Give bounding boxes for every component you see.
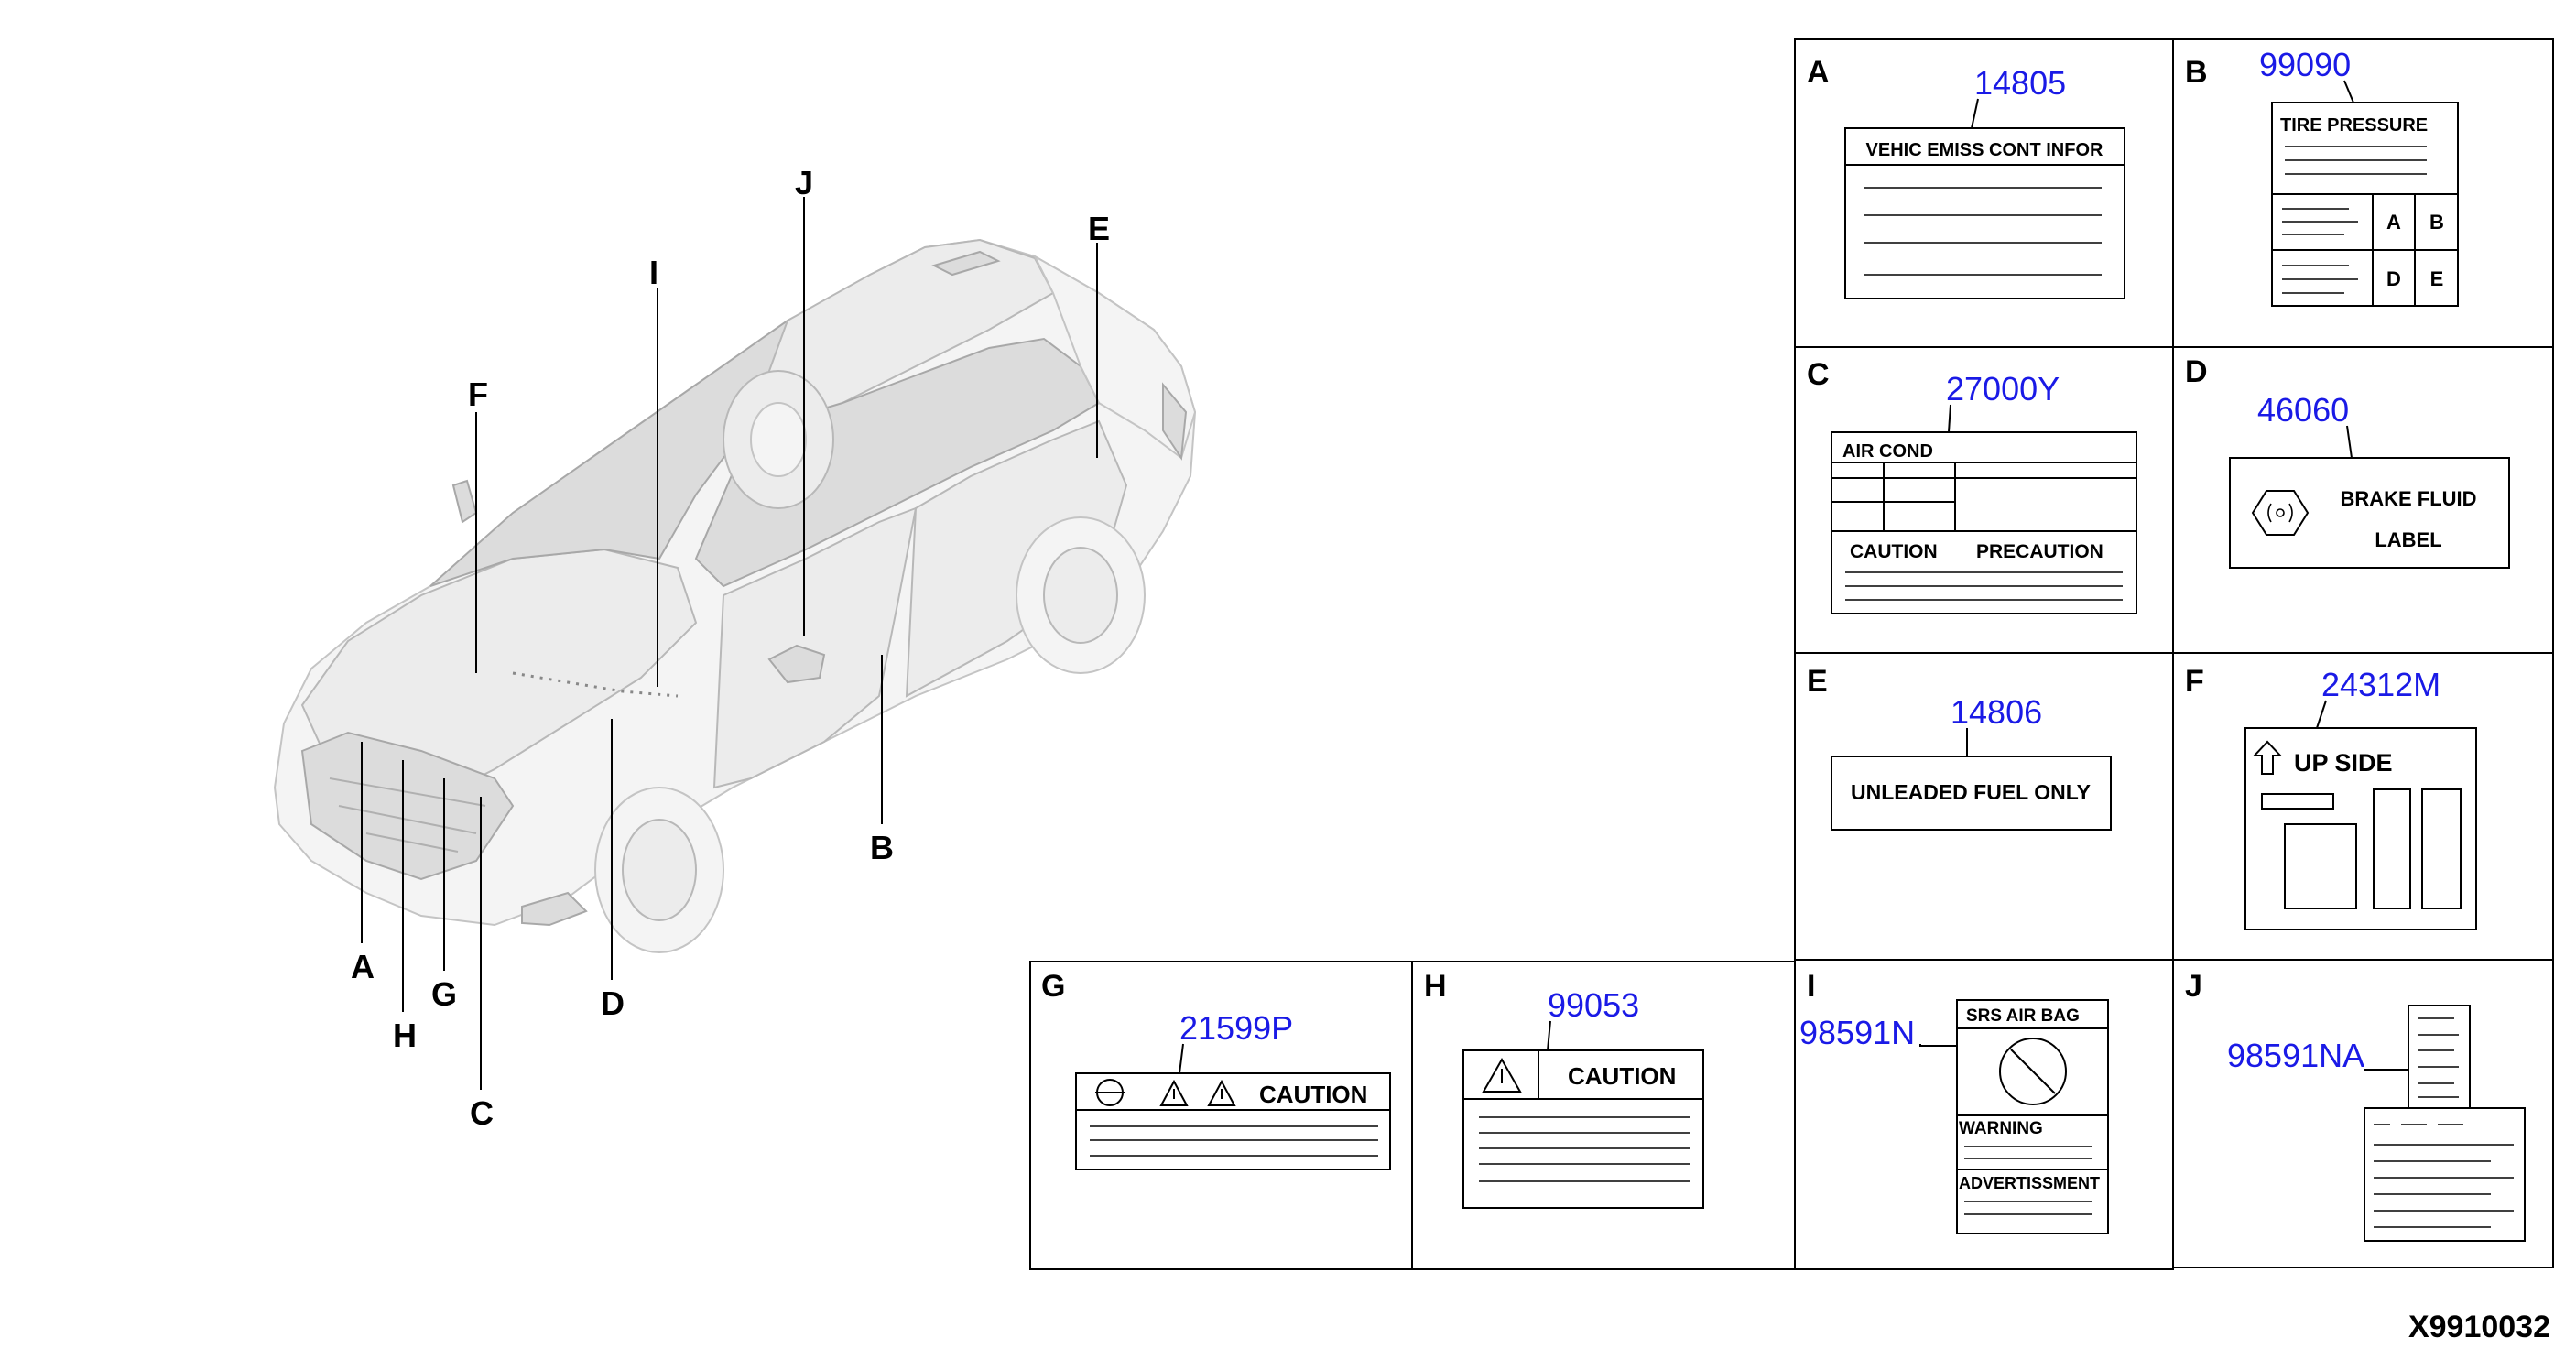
cell-a-part-number: 14805 — [1974, 64, 2066, 102]
cell-h-letter: H — [1424, 969, 1447, 1004]
callout-leaders — [361, 197, 1098, 1090]
cell-j-label-bottom — [2364, 1107, 2526, 1242]
cell-g-letter: G — [1041, 969, 1065, 1004]
cell-b-grid-b: B — [2429, 211, 2444, 234]
cell-c-letter: C — [1807, 357, 1830, 392]
cell-c-precaution: PRECAUTION — [1976, 541, 2103, 562]
cell-g-label-text: CAUTION — [1259, 1081, 1367, 1108]
cell-d-content: D 46060 BRAKE FLUID LABEL — [2185, 354, 2510, 569]
cell-j — [2172, 959, 2554, 1268]
cell-h-content: H 99053 CAUTION — [1424, 969, 1704, 1209]
cell-b-label-title: TIRE PRESSURE — [2280, 115, 2428, 136]
callout-h: H — [393, 1017, 417, 1054]
cell-h-part-number: 99053 — [1548, 986, 1639, 1024]
cell-b-grid-d: D — [2386, 267, 2401, 290]
cell-b-letter: B — [2185, 55, 2208, 90]
cell-j-letter: J — [2185, 969, 2202, 1004]
cell-d-label-line-2: LABEL — [2375, 528, 2441, 551]
cell-d-letter: D — [2185, 354, 2208, 389]
no-child-seat-icon — [1999, 1038, 2067, 1105]
cell-e-label-text: UNLEADED FUEL ONLY — [1851, 780, 2091, 804]
cell-i-content: I 98591N SRS AIR BAG WARNING ADVERTISSME… — [1799, 969, 2109, 1234]
callout-b: B — [870, 829, 894, 866]
cell-i-advertissment: ADVERTISSMENT — [1959, 1174, 2100, 1192]
cell-g-label — [1075, 1072, 1391, 1170]
cell-d-part-number: 46060 — [2257, 391, 2349, 429]
callout-c: C — [470, 1094, 494, 1132]
cell-a-label — [1844, 127, 2125, 299]
cell-f-part-number: 24312M — [2321, 666, 2440, 703]
callout-g: G — [431, 975, 457, 1013]
cell-h — [1411, 961, 1796, 1270]
up-arrow-icon — [2252, 740, 2283, 775]
cell-g-content: G 21599P CAUTION — [1041, 969, 1391, 1170]
cell-i-letter: I — [1807, 969, 1815, 1004]
warning-triangle-icon-2 — [1207, 1079, 1236, 1106]
cell-i-label — [1956, 999, 2109, 1234]
callout-e: E — [1088, 210, 1110, 247]
cell-e-part-number: 14806 — [1951, 693, 2042, 731]
callout-a: A — [351, 948, 375, 985]
cell-e-letter: E — [1807, 664, 1828, 699]
callout-i: I — [649, 254, 658, 291]
cell-c-caution: CAUTION — [1850, 541, 1938, 562]
cell-b-grid-e: E — [2430, 267, 2444, 290]
cell-d-label — [2229, 457, 2510, 569]
cell-b-label-top — [2271, 102, 2459, 195]
cell-i-warning: WARNING — [1959, 1119, 2043, 1138]
callout-j: J — [795, 164, 813, 201]
cell-b-content: B 99090 TIRE PRESSURE A B D E — [2185, 46, 2459, 307]
cell-g-part-number: 21599P — [1179, 1009, 1293, 1047]
cell-h-label-text: CAUTION — [1568, 1062, 1676, 1090]
cell-e-content: E 14806 UNLEADED FUEL ONLY — [1807, 664, 2112, 831]
callout-f: F — [468, 375, 488, 413]
cell-e-label — [1831, 756, 2112, 831]
diagram-id: X9910032 — [2408, 1310, 2550, 1344]
cell-j-content: J 98591NA — [2185, 969, 2526, 1242]
label-grid — [1029, 38, 2554, 1270]
vehicle-illustration — [273, 238, 1197, 953]
cell-c-content: C 27000Y AIR COND CAUTION PRECAUTION — [1807, 357, 2137, 614]
cell-j-part-number: 98591NA — [2227, 1037, 2364, 1074]
cell-a-label-title: VEHIC EMISS CONT INFOR — [1866, 140, 2103, 160]
cell-f-label-text: UP SIDE — [2294, 749, 2393, 777]
cell-i-part-number: 98591N — [1799, 1014, 1915, 1051]
cell-i-label-title: SRS AIR BAG — [1966, 1006, 2080, 1026]
warning-triangle-icon — [1159, 1079, 1189, 1106]
brake-fluid-reservoir-icon — [2251, 490, 2310, 536]
cell-f-letter: F — [2185, 664, 2204, 699]
cell-j-label-top — [2408, 1005, 2471, 1109]
cell-a-letter: A — [1807, 55, 1830, 90]
cell-d-label-line-1: BRAKE FLUID — [2340, 487, 2476, 510]
cell-a-content: A 14805 VEHIC EMISS CONT INFOR — [1807, 55, 2125, 299]
cell-b-grid-a: A — [2386, 211, 2401, 234]
warning-triangle-icon-3 — [1482, 1057, 1522, 1093]
cell-c-label-title: AIR COND — [1842, 441, 1933, 462]
callout-letters: F I J E A H G C D B — [351, 164, 1110, 1132]
cell-f-content: F 24312M UP SIDE — [2185, 664, 2477, 930]
cell-c-part-number: 27000Y — [1946, 370, 2060, 408]
callout-d: D — [601, 984, 625, 1022]
cell-b-part-number: 99090 — [2259, 46, 2351, 83]
